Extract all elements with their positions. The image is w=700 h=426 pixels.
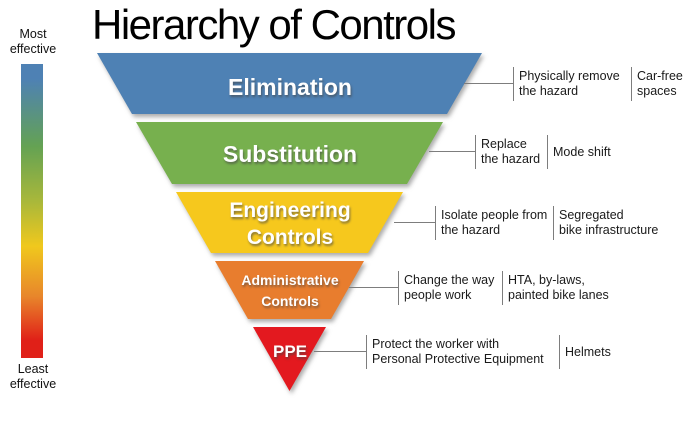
level-substitution-label: Substitution [222, 141, 358, 167]
callout-administrative: Change the way people work HTA, by-laws,… [398, 271, 609, 305]
engineering-example: Segregated bike infrastructure [559, 208, 659, 237]
administrative-example: HTA, by-laws, painted bike lanes [508, 273, 609, 302]
divider [398, 271, 399, 305]
callout-elimination: Physically remove the hazard Car-free sp… [513, 67, 683, 101]
divider [502, 271, 503, 305]
level-substitution-shape [136, 122, 443, 184]
substitution-description: Replace the hazard [481, 137, 541, 166]
divider [553, 206, 554, 240]
divider [547, 135, 548, 169]
engineering-description: Isolate people from the hazard [441, 208, 548, 237]
substitution-example: Mode shift [553, 144, 611, 159]
level-engineering-controls-label: Engineering Controls [229, 199, 351, 249]
connector-line-ppe [314, 351, 366, 352]
divider [435, 206, 436, 240]
most-effective-label: Most effective [9, 27, 57, 56]
divider [559, 335, 560, 369]
level-ppe-shape [253, 327, 326, 391]
page-title: Hierarchy of Controls [92, 1, 456, 48]
level-elimination-shape [97, 53, 482, 114]
divider [366, 335, 367, 369]
connector-line-engineering [394, 222, 435, 223]
ppe-example: Helmets [565, 344, 611, 359]
divider [513, 67, 514, 101]
divider [631, 67, 632, 101]
elimination-example: Car-free spaces [637, 69, 683, 98]
level-elimination-label: Elimination [228, 74, 352, 100]
divider [475, 135, 476, 169]
callout-substitution: Replace the hazard Mode shift [475, 135, 611, 169]
connector-line-administrative [349, 287, 398, 288]
level-administrative-controls-shape [215, 261, 364, 319]
effectiveness-gradient-bar [21, 64, 43, 358]
level-engineering-controls-shape [176, 192, 403, 253]
level-ppe-label: PPE [272, 342, 308, 361]
callout-ppe: Protect the worker with Personal Protect… [366, 335, 611, 369]
elimination-description: Physically remove the hazard [519, 69, 620, 98]
callout-engineering: Isolate people from the hazard Segregate… [435, 206, 658, 240]
least-effective-label: Least effective [9, 362, 57, 391]
administrative-description: Change the way people work [404, 273, 495, 302]
ppe-description: Protect the worker with Personal Protect… [372, 337, 544, 366]
connector-line-substitution [429, 151, 475, 152]
connector-line-elimination [464, 83, 513, 84]
level-administrative-controls-label: Administrative Controls [241, 272, 339, 309]
